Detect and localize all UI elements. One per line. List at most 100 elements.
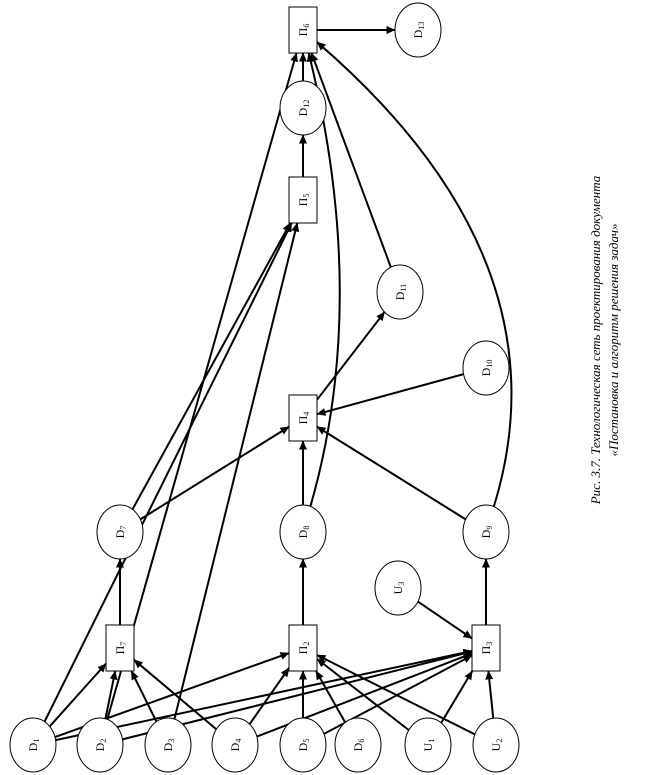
document-node-d13: D13 xyxy=(394,2,442,58)
node-label-subscript: 13 xyxy=(417,22,426,30)
node-label-letter: D xyxy=(113,529,127,538)
document-node-d9: D9 xyxy=(462,504,510,560)
process-box xyxy=(288,624,318,672)
node-label-subscript: 1 xyxy=(32,739,41,743)
node-label: U2 xyxy=(489,739,504,752)
node-label: D10 xyxy=(479,360,494,377)
node-label: П4 xyxy=(296,412,311,425)
node-label-subscript: 2 xyxy=(302,642,311,646)
document-node-d3: D3 xyxy=(144,717,192,773)
document-node-d1: D1 xyxy=(9,717,57,773)
node-label-letter: D xyxy=(93,742,107,751)
document-ellipse xyxy=(404,717,452,773)
document-ellipse xyxy=(462,340,510,396)
node-label-letter: П xyxy=(296,645,310,654)
edge-d1-to-p7 xyxy=(48,662,107,728)
process-node-p5: П5 xyxy=(288,176,318,224)
document-node-u2: U2 xyxy=(472,717,520,773)
document-ellipse xyxy=(211,717,259,773)
node-label-letter: П xyxy=(296,415,310,424)
node-label-subscript: 5 xyxy=(302,739,311,743)
document-node-d8: D8 xyxy=(279,504,327,560)
node-label: D12 xyxy=(296,100,311,117)
node-label-letter: D xyxy=(479,367,493,376)
node-label-subscript: 12 xyxy=(302,100,311,108)
document-ellipse xyxy=(394,2,442,58)
node-label-letter: D xyxy=(351,742,365,751)
edge-d1-to-p5 xyxy=(43,222,293,723)
node-label-letter: D xyxy=(411,29,425,38)
node-label-subscript: 6 xyxy=(357,739,366,743)
document-ellipse xyxy=(96,504,144,560)
edge-u2-to-p3 xyxy=(485,670,495,719)
node-label-subscript: 3 xyxy=(397,582,406,586)
node-label-subscript: 6 xyxy=(302,24,311,28)
edge-u1-to-p3 xyxy=(440,670,474,724)
node-label-subscript: 11 xyxy=(399,284,408,292)
document-node-d11: D11 xyxy=(376,264,424,320)
node-label: D8 xyxy=(296,526,311,539)
node-label: П7 xyxy=(113,642,128,655)
document-node-d10: D10 xyxy=(462,340,510,396)
node-label: U1 xyxy=(421,739,436,752)
node-label: D6 xyxy=(351,739,366,752)
edge-d2-to-p6 xyxy=(106,52,298,720)
node-label-letter: D xyxy=(228,742,242,751)
figure-caption: Рис. 3.7. Технологическая сеть проектиро… xyxy=(588,175,621,505)
process-box xyxy=(288,394,318,442)
edge-d10-to-p4 xyxy=(316,373,464,416)
document-node-u3: U3 xyxy=(374,560,422,616)
document-ellipse xyxy=(279,504,327,560)
caption-line-2: «Постановка и алгоритм решения задач» xyxy=(606,223,621,456)
document-ellipse xyxy=(76,717,124,773)
node-label: D3 xyxy=(161,739,176,752)
document-ellipse xyxy=(9,717,57,773)
node-label-letter: D xyxy=(26,742,40,751)
node-label-subscript: 10 xyxy=(485,360,494,368)
node-label: П6 xyxy=(296,24,311,37)
process-box xyxy=(288,176,318,224)
document-node-d2: D2 xyxy=(76,717,124,773)
node-label-subscript: 5 xyxy=(302,194,311,198)
edge-d7-to-p4 xyxy=(139,425,290,521)
process-node-p7: П7 xyxy=(105,624,135,672)
node-label-subscript: 7 xyxy=(119,642,128,646)
node-label-subscript: 4 xyxy=(302,412,311,416)
node-label: D7 xyxy=(113,526,128,539)
edge-d6-to-p2 xyxy=(315,670,347,724)
edge-u3-to-p3 xyxy=(417,600,473,640)
edge-d3-to-p7 xyxy=(130,670,158,723)
document-node-u1: U1 xyxy=(404,717,452,773)
node-label-letter: D xyxy=(161,742,175,751)
node-label: П3 xyxy=(479,642,494,655)
node-label: D1 xyxy=(26,739,41,752)
node-label-letter: U xyxy=(489,742,503,751)
process-box xyxy=(288,6,318,54)
node-label-subscript: 9 xyxy=(485,526,494,530)
node-label-letter: D xyxy=(479,529,493,538)
node-label-letter: D xyxy=(296,107,310,116)
document-node-d7: D7 xyxy=(96,504,144,560)
document-node-d12: D12 xyxy=(279,80,327,136)
node-label-letter: U xyxy=(421,742,435,751)
edge-d3-to-p5 xyxy=(173,222,300,720)
node-label-subscript: 2 xyxy=(495,739,504,743)
node-label: D2 xyxy=(93,739,108,752)
node-label-letter: D xyxy=(393,291,407,300)
node-label-subscript: 3 xyxy=(485,642,494,646)
node-label: П5 xyxy=(296,194,311,207)
node-label-letter: D xyxy=(296,529,310,538)
node-label: D13 xyxy=(411,22,426,39)
node-label-subscript: 2 xyxy=(99,739,108,743)
node-label-letter: П xyxy=(296,197,310,206)
nodes-layer: D1D2D3D4D5D6U1U2U3D7D8D9D10D11D12D13П7П2… xyxy=(9,2,520,773)
document-node-d5: D5 xyxy=(279,717,327,773)
document-ellipse xyxy=(144,717,192,773)
node-label: D9 xyxy=(479,526,494,539)
node-label-letter: П xyxy=(113,645,127,654)
document-ellipse xyxy=(374,560,422,616)
edge-d1-to-p3 xyxy=(55,648,473,742)
node-label-subscript: 8 xyxy=(302,526,311,530)
node-label: D5 xyxy=(296,739,311,752)
document-ellipse xyxy=(279,717,327,773)
